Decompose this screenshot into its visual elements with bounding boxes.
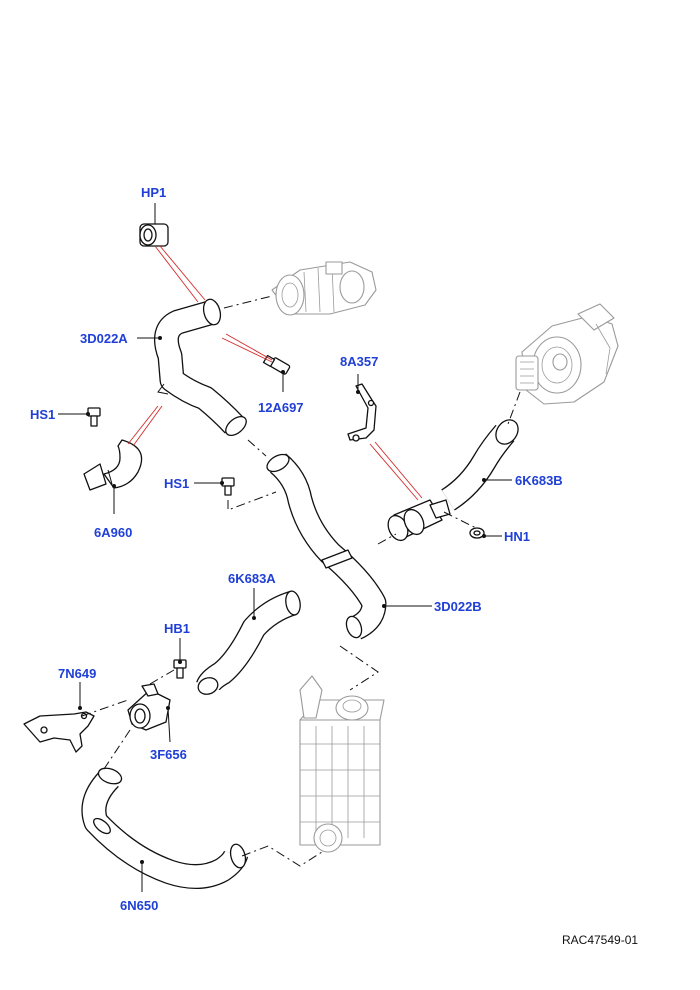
label-6a960: 6A960 <box>94 525 132 540</box>
label-3d022b: 3D022B <box>434 599 482 614</box>
label-7n649: 7N649 <box>58 666 96 681</box>
label-hp1: HP1 <box>141 185 166 200</box>
sensor-12a697[interactable] <box>262 354 291 375</box>
label-hs1-left: HS1 <box>30 407 55 422</box>
diagram-reference-code: RAC47549-01 <box>562 933 638 947</box>
label-8a357: 8A357 <box>340 354 378 369</box>
turbocharger-ghost <box>515 303 619 405</box>
red-indicator-lines <box>127 245 423 501</box>
connector-3f656[interactable] <box>127 683 171 731</box>
nut-hn1[interactable] <box>469 527 485 539</box>
label-3d022a: 3D022A <box>80 331 128 346</box>
bolt-hs1-left[interactable] <box>87 407 101 427</box>
label-6k683a: 6K683A <box>228 571 276 586</box>
alignment-lines <box>81 295 521 867</box>
bracket-8a357[interactable] <box>347 383 377 442</box>
plug-hp1[interactable] <box>139 223 169 247</box>
label-6k683b: 6K683B <box>515 473 563 488</box>
intercooler-ghost <box>299 675 385 853</box>
label-3f656: 3F656 <box>150 747 187 762</box>
label-hs1-center: HS1 <box>164 476 189 491</box>
hose-6k683a[interactable] <box>196 590 302 697</box>
hose-6k683b[interactable] <box>384 416 522 544</box>
label-hb1: HB1 <box>164 621 190 636</box>
hose-6n650[interactable] <box>81 765 249 889</box>
bolt-hs1-center[interactable] <box>221 477 235 496</box>
bracket-7n649[interactable] <box>23 711 95 753</box>
hose-3d022b[interactable] <box>264 451 387 640</box>
hose-3d022a[interactable] <box>153 297 250 439</box>
throttle-body-ghost <box>271 261 377 316</box>
clamp-6a960[interactable] <box>83 439 143 491</box>
label-hn1: HN1 <box>504 529 530 544</box>
leader-lines <box>58 203 512 892</box>
label-12a697: 12A697 <box>258 400 304 415</box>
label-6n650: 6N650 <box>120 898 158 913</box>
